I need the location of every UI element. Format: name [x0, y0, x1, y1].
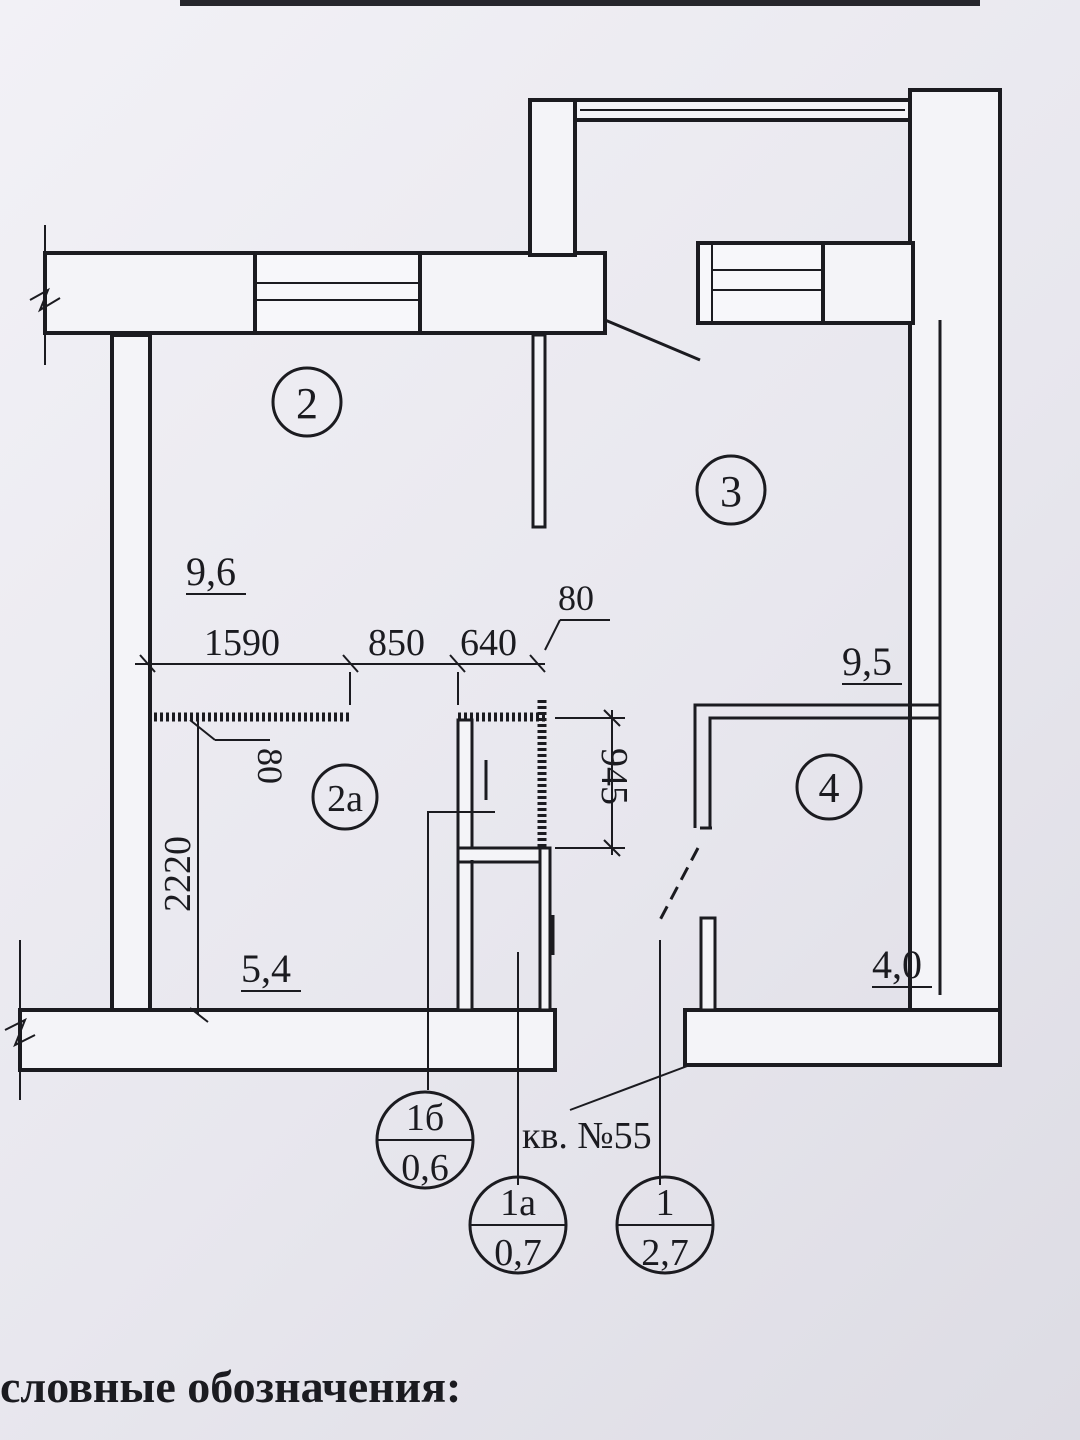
- callout-1a: 1а 0,7: [468, 1175, 568, 1275]
- dim-640: 640: [460, 622, 517, 664]
- callout-1-bottom: 2,7: [641, 1232, 689, 1274]
- room-marker-4: [795, 753, 863, 821]
- room-label-3: 3: [720, 467, 742, 516]
- callout-1b-bottom: 0,6: [401, 1147, 449, 1189]
- room-marker-3: [695, 454, 767, 526]
- header-text-fragment: [180, 0, 980, 6]
- callout-1a-top: 1а: [500, 1182, 536, 1224]
- legend-title: словные обозначения:: [0, 1361, 461, 1412]
- callout-1-top: 1: [656, 1182, 675, 1224]
- dim-1590: 1590: [204, 622, 280, 664]
- room-4-walls: [658, 703, 940, 1012]
- dim-2220: 2220: [157, 836, 199, 912]
- leader-lines: [427, 811, 691, 1185]
- area-room-2: 9,6: [186, 549, 236, 594]
- wall-top-mid: [418, 251, 607, 335]
- area-room-2a: 5,4: [241, 946, 291, 991]
- window-room-3: [696, 241, 825, 325]
- wall-column: [528, 98, 577, 257]
- area-room-4: 4,0: [872, 942, 922, 987]
- wall-bottom-left: [18, 1008, 557, 1072]
- dim-80-top: 80: [558, 578, 594, 618]
- room-label-2: 2: [296, 379, 318, 428]
- dimension-text: 1590 850 640 80 80 945 2220: [157, 578, 635, 912]
- dimension-lines: [135, 619, 625, 1023]
- room-markers: 2 3 2а 4: [271, 366, 863, 831]
- break-marks: [4, 225, 61, 1100]
- walls: [18, 88, 1002, 1072]
- wall-left-outer: [110, 333, 152, 1012]
- callout-1b-top: 1б: [406, 1097, 444, 1139]
- dim-850: 850: [368, 622, 425, 664]
- door-room-3: [604, 318, 701, 362]
- dim-80-side: 80: [250, 748, 290, 784]
- dim-945: 945: [593, 748, 635, 805]
- room-label-4: 4: [819, 766, 840, 812]
- wall-top-left: [43, 251, 257, 335]
- door-room-4: [658, 847, 700, 921]
- bathroom-block: [148, 700, 555, 1012]
- window-room-2: [253, 251, 422, 335]
- wall-bottom-right: [683, 1008, 1002, 1067]
- room-marker-2a: [311, 763, 379, 831]
- area-room-3: 9,5: [842, 639, 892, 684]
- room-marker-2: [271, 366, 343, 438]
- room-label-2a: 2а: [327, 778, 363, 820]
- callout-1b: 1б 0,6: [375, 1090, 475, 1190]
- partition-2-3: [531, 333, 547, 529]
- callout-1: 1 2,7: [615, 1175, 715, 1275]
- apartment-label: кв. №55: [522, 1115, 652, 1157]
- wall-top-right: [821, 241, 915, 325]
- room-areas: 9,6 9,5 5,4 4,0: [186, 549, 932, 992]
- wall-right-outer: [908, 88, 1002, 1067]
- callout-1a-bottom: 0,7: [494, 1232, 542, 1274]
